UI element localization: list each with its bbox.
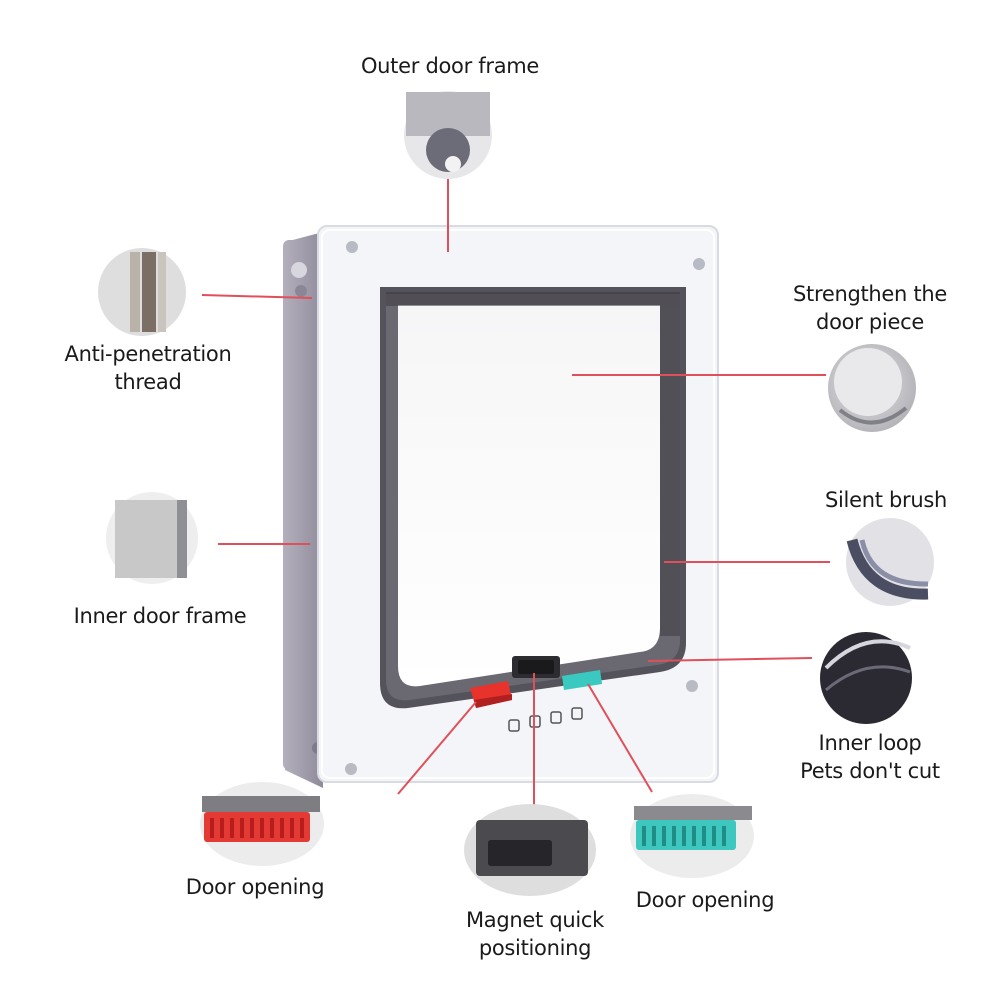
thumbnail-inner-frame [106, 492, 198, 584]
thumbnail-anti-penetration [98, 248, 186, 336]
label-magnet-quick-positioning: Magnet quick positioning [465, 908, 605, 960]
callout-line-inner-loop [647, 657, 813, 662]
door-flap [398, 305, 660, 687]
label-door-opening-left: Door opening [185, 875, 325, 899]
thumbnail-strengthen [828, 344, 916, 432]
label-inner-door-frame: Inner door frame [73, 604, 247, 628]
callout-lines [201, 170, 830, 808]
red-lock-slider [470, 681, 512, 708]
label-inner-loop: Inner loop Pets don't cut [800, 731, 940, 783]
thumbnail-inner-loop [820, 632, 912, 724]
teal-lock-slider [562, 670, 602, 690]
thumbnail-teal-lock [630, 794, 754, 878]
callout-line-anti-penetration [201, 294, 313, 299]
label-silent-brush: Silent brush [824, 488, 948, 512]
thumbnail-silent-brush [846, 518, 934, 606]
thumbnail-red-lock [200, 782, 324, 866]
label-door-opening-right: Door opening [635, 888, 775, 912]
callout-line-teal-lock [587, 683, 653, 793]
magnet-lock-block [512, 656, 560, 678]
callout-line-red-lock [397, 701, 477, 795]
label-outer-door-frame: Outer door frame [360, 54, 540, 78]
thumbnail-magnet [464, 804, 596, 896]
door-opening-brush [380, 287, 686, 709]
inner-door-frame [283, 232, 325, 788]
label-anti-penetration-thread: Anti-penetration thread [64, 342, 232, 394]
label-strengthen-door-piece: Strengthen the door piece [792, 282, 947, 334]
thumbnail-outer-frame [404, 91, 492, 179]
